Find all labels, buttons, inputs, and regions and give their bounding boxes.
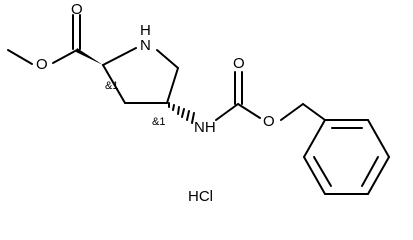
svg-text:H: H bbox=[140, 22, 151, 39]
atom-carbamate-o-double: O bbox=[233, 55, 245, 72]
bond-o-carbonyl bbox=[52, 49, 78, 64]
bond-o-ch2 bbox=[280, 103, 304, 121]
atom-ester-o-single: O bbox=[36, 56, 48, 73]
bond-n1-c5 bbox=[156, 49, 179, 69]
atom-ring-nh: N H bbox=[140, 22, 151, 54]
hashed-bond-c4-nh bbox=[168, 102, 195, 124]
phenyl-ring bbox=[303, 119, 390, 195]
stereo-label-c4: &1 bbox=[152, 116, 165, 128]
bond-nh-carbonyl bbox=[215, 103, 239, 121]
atom-ester-o-double: O bbox=[71, 1, 83, 18]
bond-c3-c2 bbox=[102, 64, 126, 104]
atom-carbamate-o-single: O bbox=[263, 113, 275, 130]
svg-text:N: N bbox=[140, 37, 151, 54]
wedge-bond-c2-carbonyl bbox=[76, 48, 103, 65]
chemical-structure: O O N H NH O O &1 &1 HCl bbox=[7, 1, 390, 205]
salt-label: HCl bbox=[188, 188, 213, 205]
bond-c5-c4 bbox=[166, 67, 179, 104]
bond-carbonyl-o-single bbox=[237, 103, 261, 119]
bond-ch2-phenyl bbox=[302, 103, 326, 121]
stereo-label-c2: &1 bbox=[105, 80, 118, 92]
bond-methyl-o bbox=[7, 49, 33, 65]
bond-c2-n1 bbox=[102, 47, 137, 66]
atom-carbamate-nh: NH bbox=[194, 119, 216, 136]
